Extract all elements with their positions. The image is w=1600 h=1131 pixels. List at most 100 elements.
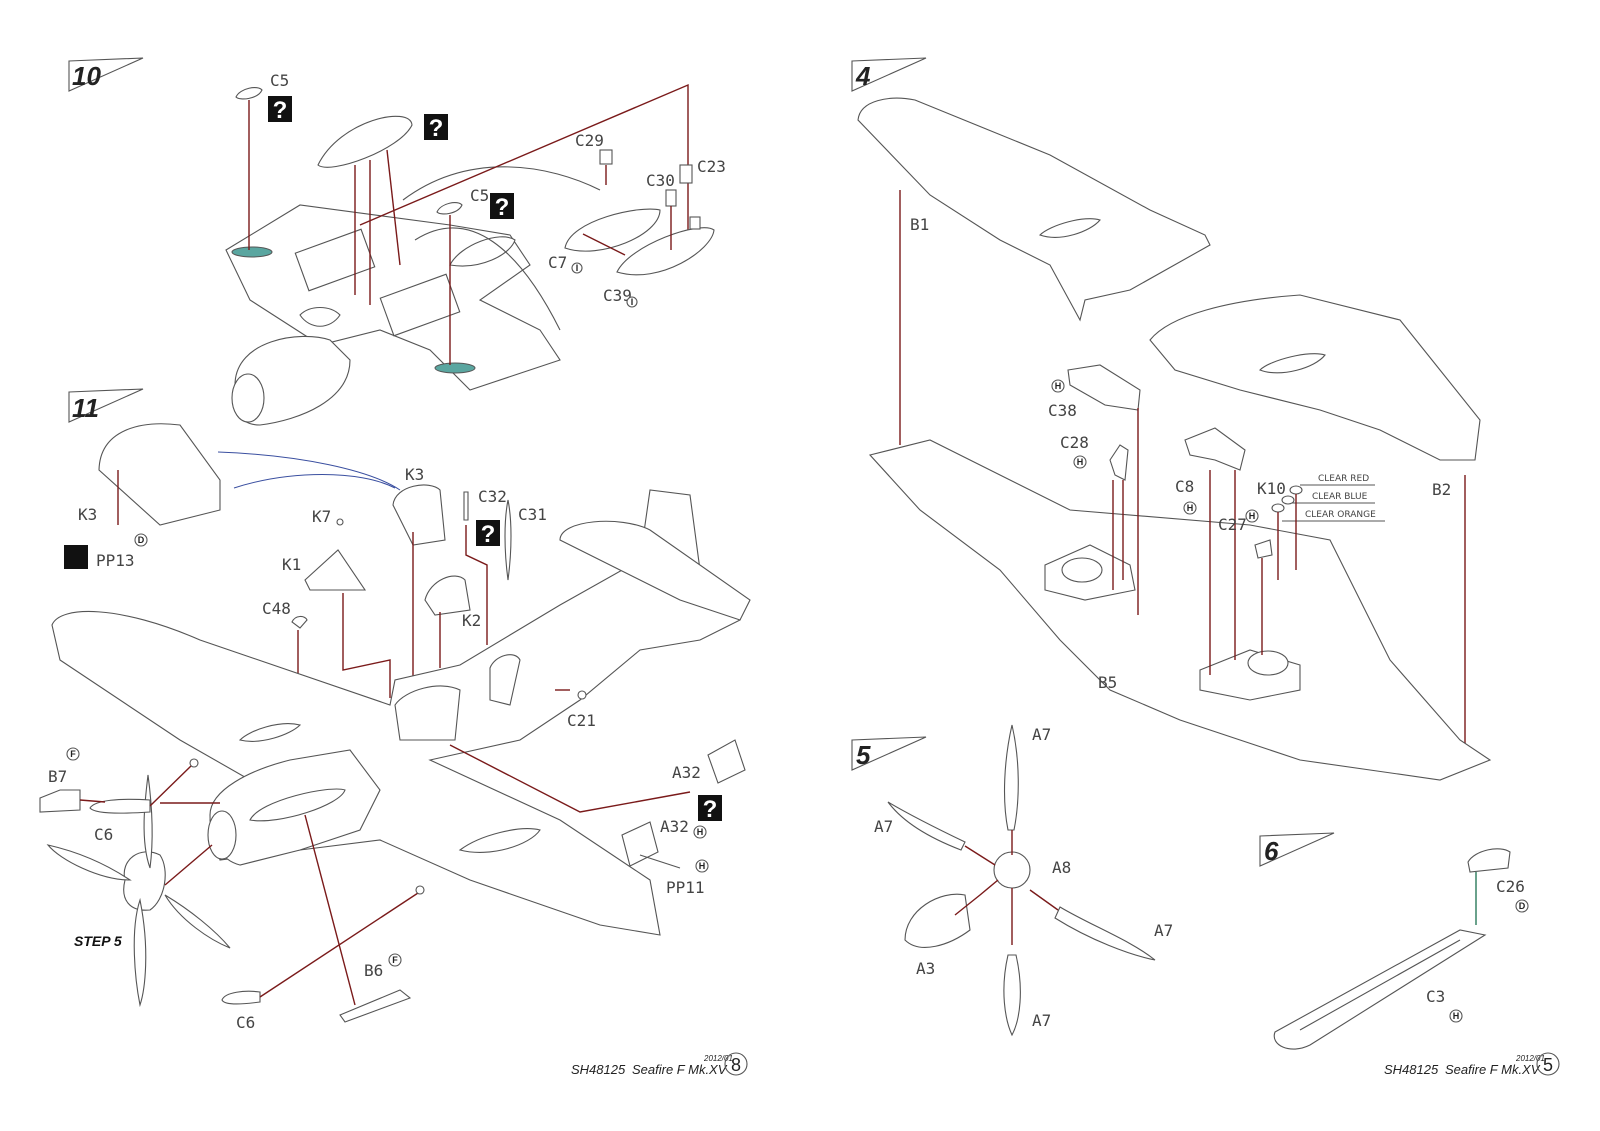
label-c6-upper: C6 — [94, 825, 113, 844]
step-10: 10 C5 ? ? C5 ? — [68, 57, 726, 426]
label-c48: C48 — [262, 599, 291, 618]
propeller-assembly — [46, 774, 231, 1008]
paint-code-text: F — [70, 749, 76, 759]
part-c21 — [577, 690, 587, 700]
label-a7-top: A7 — [1032, 725, 1051, 744]
question-mark-text: ? — [273, 97, 288, 124]
label-k3-large: K3 — [78, 505, 97, 524]
paint-code-icon — [388, 953, 402, 967]
label-c8: C8 — [1175, 477, 1194, 496]
label-k10: K10 — [1257, 479, 1286, 498]
part-c27 — [1254, 539, 1273, 559]
step-number: 4 — [855, 61, 871, 91]
step-number: 10 — [72, 61, 101, 91]
part-k7 — [336, 518, 344, 526]
paint-code-text: D — [1519, 901, 1526, 911]
paint-code-icon — [134, 533, 148, 547]
cut-icon — [64, 545, 88, 569]
label-c28: C28 — [1060, 433, 1089, 452]
blade-right — [1054, 906, 1156, 961]
part-c3 — [1273, 929, 1487, 1050]
question-icon — [490, 193, 514, 219]
paint-code-icon — [1051, 379, 1065, 393]
label-c30: C30 — [646, 171, 675, 190]
light-orange — [1271, 503, 1285, 513]
question-mark-text: ? — [703, 796, 718, 823]
paint-code-icon — [66, 747, 80, 761]
question-icon — [698, 795, 722, 821]
paint-code-text: H — [1055, 381, 1062, 391]
part-a32-upper — [707, 739, 746, 784]
page-number: 8 — [731, 1055, 741, 1075]
part-k3-large — [98, 423, 221, 526]
label-a7-right: A7 — [1154, 921, 1173, 940]
label-c26: C26 — [1496, 877, 1525, 896]
question-icon — [424, 114, 448, 140]
part-k1 — [304, 549, 367, 591]
part-a8 — [993, 851, 1031, 889]
paint-code-text: F — [392, 955, 398, 965]
part-c26 — [1467, 848, 1511, 873]
label-c5-lower: C5 — [470, 186, 489, 205]
paint-code-icon — [626, 296, 638, 308]
paint-code-icon — [1183, 501, 1197, 515]
label-b6: B6 — [364, 961, 383, 980]
label-pp13: PP13 — [96, 551, 135, 570]
label-c6-lower: C6 — [236, 1013, 255, 1032]
step-marker — [851, 736, 927, 771]
part-c28 — [1109, 444, 1129, 481]
part-c48 — [291, 615, 308, 629]
label-a3: A3 — [916, 959, 935, 978]
paint-code-text: H — [1187, 503, 1194, 513]
paint-code-text: H — [1249, 511, 1256, 521]
assembly-arrow — [449, 744, 691, 813]
paint-code-icon — [695, 859, 709, 873]
footer-model: Seafire F Mk.XV — [632, 1062, 728, 1077]
label-b7: B7 — [48, 767, 67, 786]
step-marker — [68, 388, 144, 423]
part-c5-upper — [235, 87, 263, 100]
label-k3-small: K3 — [405, 465, 424, 484]
step-5-note: STEP 5 — [74, 933, 122, 949]
paint-code-text: H — [1077, 457, 1084, 467]
page-number: 5 — [1543, 1055, 1553, 1075]
label-c7: C7 — [548, 253, 567, 272]
label-c31: C31 — [518, 505, 547, 524]
assembly-arrow — [342, 593, 391, 698]
blade-bottom — [1003, 954, 1021, 1037]
aircraft-fuselage — [51, 489, 751, 936]
step-marker — [1259, 832, 1335, 867]
question-icon — [268, 96, 292, 122]
step-4: 4 B1 B2 B5 C38 H C28 H C8 H — [851, 57, 1492, 781]
light-red — [1289, 485, 1303, 495]
label-a32-upper: A32 — [672, 763, 701, 782]
blade-top — [1003, 724, 1019, 831]
label-clear-red: CLEAR RED — [1318, 474, 1369, 484]
part-mirror — [317, 115, 413, 168]
part-a32-lower — [621, 821, 659, 867]
step-5: 5 A8 A7 A7 A7 A7 A3 — [851, 724, 1173, 1037]
label-c5-upper: C5 — [270, 71, 289, 90]
part-c8 — [1184, 427, 1246, 471]
teal-light-left — [231, 246, 273, 258]
label-clear-blue: CLEAR BLUE — [1312, 492, 1368, 502]
label-b1: B1 — [910, 215, 929, 234]
part-k3-small — [392, 484, 446, 546]
part-c29 — [599, 149, 613, 165]
label-c3: C3 — [1426, 987, 1445, 1006]
label-clear-orange: CLEAR ORANGE — [1305, 510, 1376, 520]
label-c39: C39 — [603, 286, 632, 305]
blue-guide-line — [217, 451, 401, 491]
part-b7 — [39, 789, 81, 813]
part-small — [689, 216, 701, 230]
paint-code-icon — [693, 825, 707, 839]
label-c38: C38 — [1048, 401, 1077, 420]
footer-date: 2012/01 — [1515, 1054, 1545, 1063]
label-a32-lower: A32 — [660, 817, 689, 836]
light-blue — [1281, 495, 1295, 505]
label-pp11: PP11 — [666, 878, 705, 897]
part-c31 — [504, 499, 512, 581]
step-11: 11 K3 PP13 D K3 K7 K1 K2 C32 C31 ? — [39, 388, 751, 1032]
question-mark-text: ? — [429, 115, 444, 142]
